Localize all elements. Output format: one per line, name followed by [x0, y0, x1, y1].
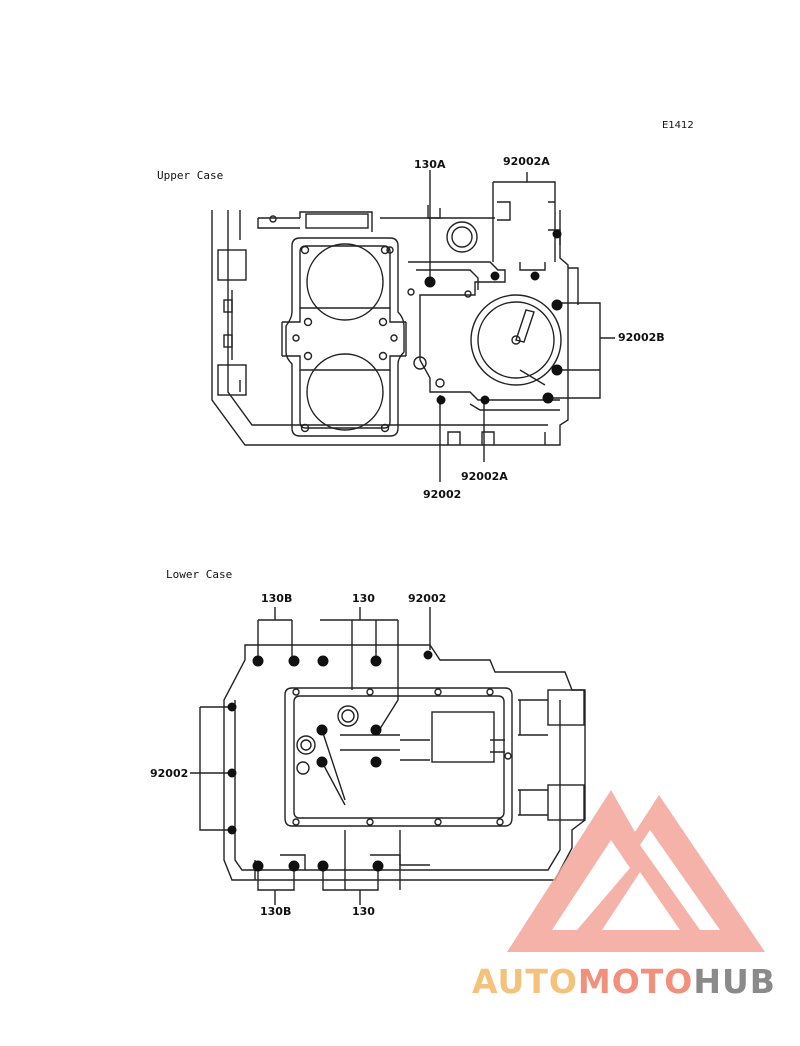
upper-case-title: Upper Case: [157, 169, 224, 182]
callout-92002B: 92002B: [618, 331, 665, 344]
figure-code: E1412: [662, 120, 694, 131]
callout-92002-lower-left: 92002: [150, 767, 189, 780]
callout-130-bottom: 130: [352, 905, 375, 918]
callout-130B-bottom: 130B: [260, 905, 292, 918]
lower-case-drawing: [190, 607, 586, 905]
callout-92002-lower-top: 92002: [408, 592, 447, 605]
watermark-text: AUTOMOTOHUB: [472, 962, 776, 1001]
callout-92002A-bottom: 92002A: [461, 470, 508, 483]
callout-130A: 130A: [414, 158, 446, 171]
watermark-hub: HUB: [693, 962, 776, 1001]
watermark-moto: MOTO: [577, 962, 694, 1001]
upper-case-drawing: [211, 170, 615, 482]
callout-92002-upper: 92002: [423, 488, 462, 501]
callout-130-top: 130: [352, 592, 375, 605]
lower-case-title: Lower Case: [166, 568, 233, 581]
callout-130B-top: 130B: [261, 592, 293, 605]
callout-92002A-top: 92002A: [503, 155, 550, 168]
watermark-logo-mark: [507, 790, 765, 952]
watermark-auto: AUTO: [472, 962, 578, 1001]
